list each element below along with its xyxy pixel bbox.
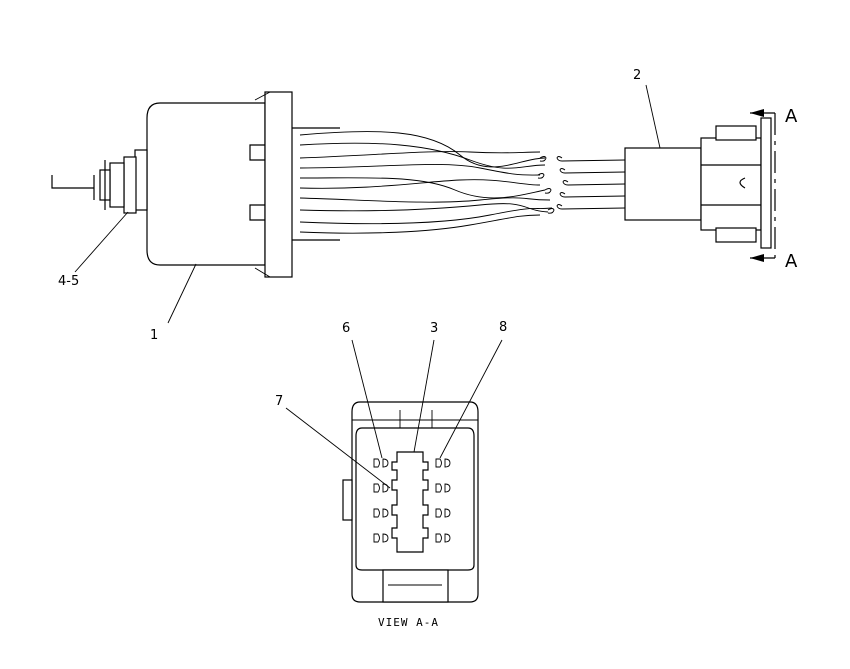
section-marker-bottom: A <box>785 251 798 272</box>
wire-harness <box>299 131 626 234</box>
callout-6: 6 <box>342 321 350 336</box>
view-a-a: VIEW A-A <box>342 401 479 629</box>
callout-8: 8 <box>499 320 507 335</box>
callout-3: 3 <box>430 321 438 336</box>
callouts: 1 2 3 4-5 6 7 8 <box>58 68 641 409</box>
cavity-row-left <box>373 458 389 543</box>
callout-7: 7 <box>275 394 283 409</box>
sensor-body <box>146 91 340 278</box>
callout-2: 2 <box>633 68 641 83</box>
callout-4-5: 4-5 <box>58 274 79 289</box>
section-marker-top: A <box>785 106 798 127</box>
leader-lines <box>74 84 661 489</box>
view-caption: VIEW A-A <box>378 616 439 629</box>
terminal-stud <box>51 149 148 214</box>
callout-1: 1 <box>150 328 158 343</box>
connector <box>624 117 772 249</box>
section-line: A A <box>750 106 798 272</box>
cavity-row-right <box>435 458 451 543</box>
